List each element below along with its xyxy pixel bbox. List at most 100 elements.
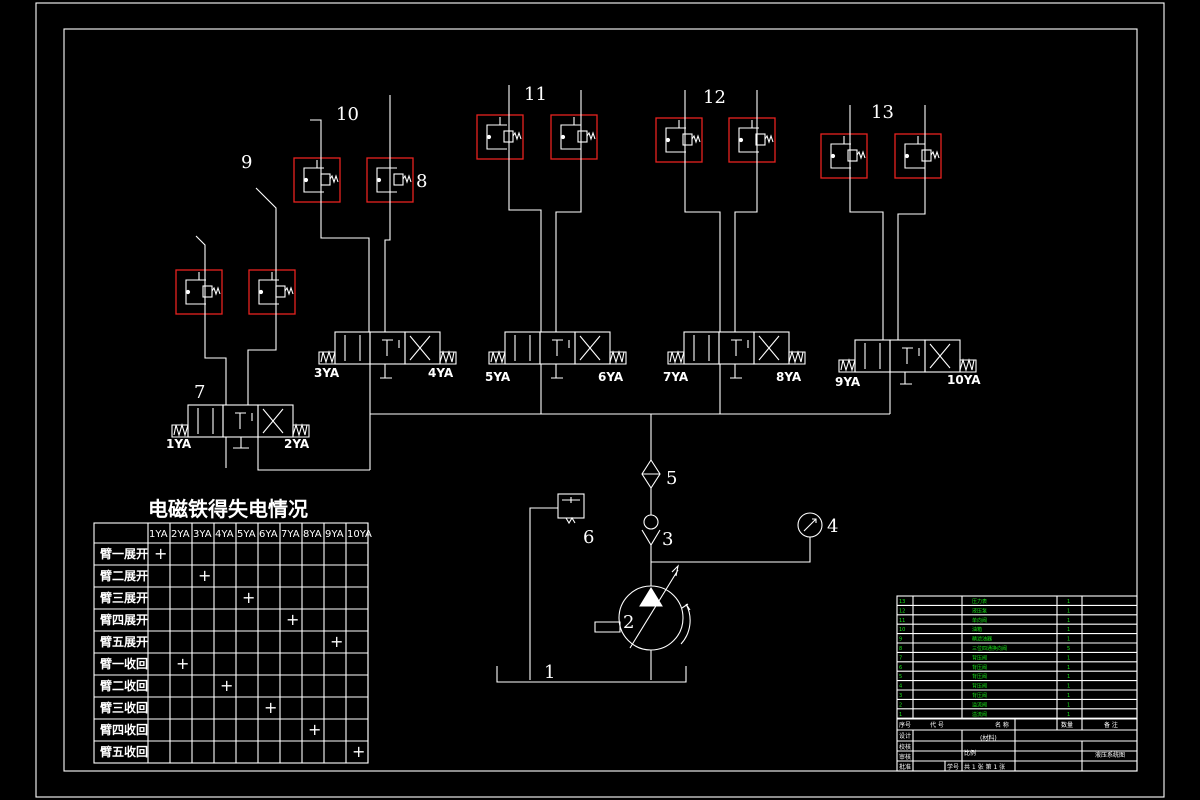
part-qty: 1 xyxy=(1067,637,1070,643)
solenoid-label-3ya: 3YA xyxy=(314,366,340,380)
part-number: 12 xyxy=(899,608,905,614)
label-12: 12 xyxy=(703,87,726,108)
part-number: 4 xyxy=(899,684,902,690)
relief-valve-group-10 xyxy=(293,95,414,332)
part-name: 溢流阀 xyxy=(972,701,987,708)
table-on-mark: + xyxy=(286,610,299,629)
solenoid-label-6ya: 6YA xyxy=(598,370,624,384)
part-number: 9 xyxy=(899,637,902,643)
header-name: 名 称 xyxy=(995,721,1009,729)
table-on-mark: + xyxy=(198,566,211,585)
part-name: 背压阀 xyxy=(972,673,987,680)
table-row-label: 臂四展开 xyxy=(100,612,148,627)
relief-valve-group-13 xyxy=(820,105,942,340)
table-col-header: 3YA xyxy=(193,529,212,540)
solenoid-label-2ya: 2YA xyxy=(284,437,310,451)
table-row-label: 臂五收回 xyxy=(100,744,148,759)
table-row-label: 臂四收回 xyxy=(100,722,148,737)
label-8: 8 xyxy=(416,171,427,192)
part-name: 背压阀 xyxy=(972,683,987,690)
part-number: 13 xyxy=(899,599,905,605)
table-row-label: 臂一收回 xyxy=(100,656,148,671)
table-col-header: 10YA xyxy=(347,529,372,540)
part-number: 3 xyxy=(899,693,902,699)
sheet-border xyxy=(35,2,1165,798)
part-number: 2 xyxy=(899,702,902,708)
pump-2 xyxy=(594,562,691,680)
title-check: 校核 xyxy=(899,743,911,751)
table-col-header: 6YA xyxy=(259,529,278,540)
label-1: 1 xyxy=(544,662,555,683)
directional-valve-7 xyxy=(171,404,370,471)
header-no: 序号 xyxy=(899,721,911,729)
directional-valve-5-6ya xyxy=(488,331,627,414)
label-3: 3 xyxy=(662,529,673,550)
part-qty: 1 xyxy=(1067,655,1070,661)
solenoid-label-4ya: 4YA xyxy=(428,366,454,380)
part-qty: 1 xyxy=(1067,712,1070,718)
part-qty: 1 xyxy=(1067,665,1070,671)
part-qty: 1 xyxy=(1067,608,1070,614)
label-10: 10 xyxy=(336,104,359,125)
title-review: 审核 xyxy=(899,753,911,761)
solenoid-label-7ya: 7YA xyxy=(663,370,689,384)
label-11: 11 xyxy=(524,84,547,105)
filter-5 xyxy=(641,458,661,515)
back-pressure-valve-6 xyxy=(529,493,585,680)
directional-valve-9-10ya xyxy=(838,339,977,414)
title-approve: 批准 xyxy=(899,763,911,771)
table-on-mark: + xyxy=(352,742,365,761)
table-on-mark: + xyxy=(220,676,233,695)
table-col-header: 1YA xyxy=(149,529,168,540)
solenoid-label-10ya: 10YA xyxy=(947,373,981,387)
table-col-header: 5YA xyxy=(237,529,256,540)
part-number: 10 xyxy=(899,627,905,633)
solenoid-label-1ya: 1YA xyxy=(166,437,192,451)
table-col-header: 7YA xyxy=(281,529,300,540)
part-qty: 1 xyxy=(1067,684,1070,690)
part-number: 11 xyxy=(899,618,905,624)
part-name: 油箱 xyxy=(972,626,982,633)
part-number: 1 xyxy=(899,712,902,718)
title-material: (材料) xyxy=(980,734,997,742)
solenoid-label-9ya: 9YA xyxy=(835,375,861,389)
part-qty: 1 xyxy=(1067,674,1070,680)
part-qty: 1 xyxy=(1067,702,1070,708)
table-col-header: 2YA xyxy=(171,529,190,540)
pressure-gauge-4 xyxy=(797,512,823,538)
part-qty: 5 xyxy=(1067,646,1070,652)
part-number: 5 xyxy=(899,674,902,680)
title-student-no: 学号 xyxy=(947,763,959,771)
table-row-label: 臂一展开 xyxy=(100,546,148,561)
solenoid-label-5ya: 5YA xyxy=(485,370,511,384)
part-qty: 1 xyxy=(1067,599,1070,605)
relief-valve-group-12 xyxy=(655,90,776,332)
part-name: 压力表 xyxy=(972,598,987,605)
table-row-label: 臂五展开 xyxy=(100,634,148,649)
label-7: 7 xyxy=(194,382,205,403)
title-scale: 比例 xyxy=(964,749,976,757)
table-on-mark: + xyxy=(154,544,167,563)
table-row-label: 臂二收回 xyxy=(100,678,148,693)
title-drawing-name: 液压系统图 xyxy=(1095,751,1125,759)
part-name: 精滤油器 xyxy=(972,636,992,643)
table-col-header: 4YA xyxy=(215,529,234,540)
part-name: 液压泵 xyxy=(972,607,987,614)
table-row-label: 臂三收回 xyxy=(100,700,148,715)
table-row-label: 臂二展开 xyxy=(100,568,148,583)
table-on-mark: + xyxy=(176,654,189,673)
title-design: 设计 xyxy=(899,732,911,740)
part-name: 溢流阀 xyxy=(972,711,987,718)
label-4: 4 xyxy=(827,516,838,537)
directional-valve-7-8ya xyxy=(667,331,806,414)
solenoid-table-title: 电磁铁得失电情况 xyxy=(148,497,308,521)
relief-valve-group-9 xyxy=(175,187,296,405)
table-on-mark: + xyxy=(308,720,321,739)
part-qty: 1 xyxy=(1067,618,1070,624)
part-qty: 1 xyxy=(1067,627,1070,633)
table-col-header: 8YA xyxy=(303,529,322,540)
